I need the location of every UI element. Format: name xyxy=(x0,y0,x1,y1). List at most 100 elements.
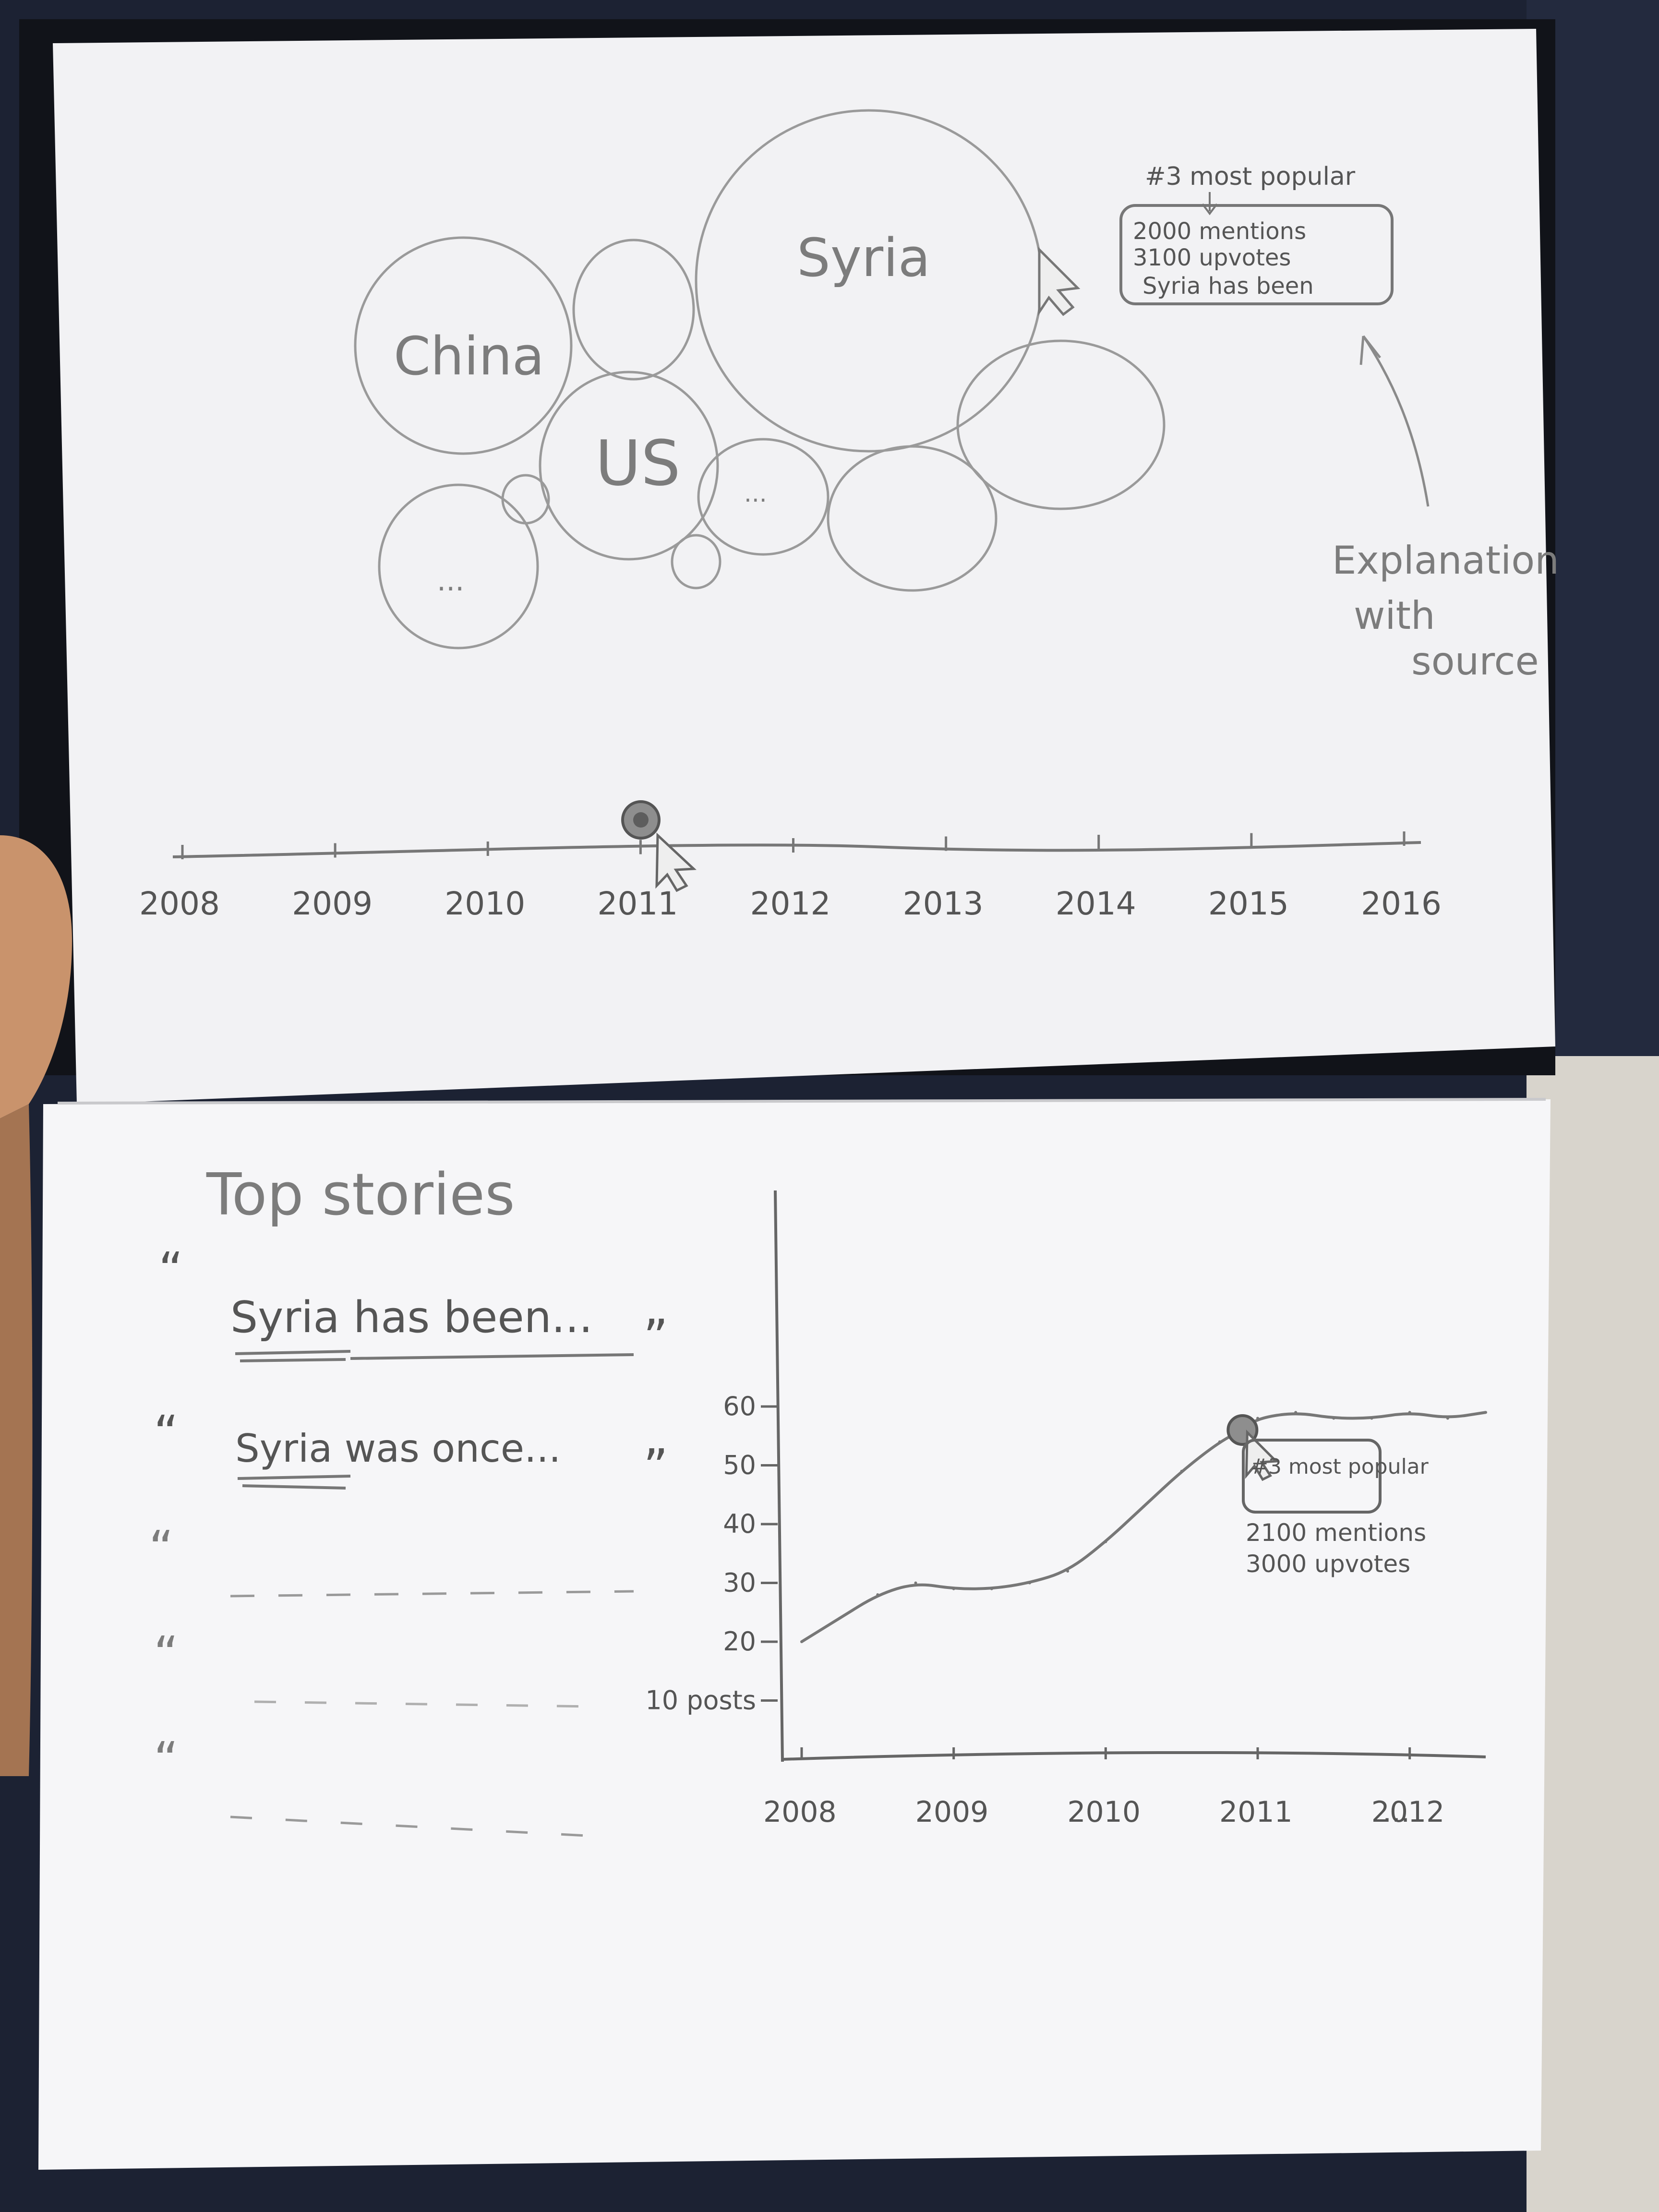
story-2-underline xyxy=(237,1475,351,1490)
series-points xyxy=(800,1411,1487,1643)
annotation: Explanation with source xyxy=(1332,538,1559,684)
series-point xyxy=(990,1587,993,1590)
timeline-handle-dot xyxy=(633,812,649,828)
x-tick-label: 2011 xyxy=(1219,1795,1293,1829)
story-3-placeholder xyxy=(230,1590,634,1598)
chart-cursor-icon xyxy=(1245,1430,1279,1481)
series-point xyxy=(1028,1581,1031,1585)
story-5-placeholder xyxy=(230,1815,596,1838)
chart-tooltip-upvotes: 3000 upvotes xyxy=(1246,1550,1410,1578)
tooltip-arrow xyxy=(1202,192,1218,216)
hand xyxy=(0,1104,33,1776)
series-point xyxy=(1180,1469,1183,1473)
timeline-cursor-icon xyxy=(655,832,697,892)
y-tick-label: 30 xyxy=(723,1568,756,1598)
top-stories-title: Top stories xyxy=(206,1162,515,1228)
chart-tooltip-mentions: 2100 mentions xyxy=(1246,1519,1426,1547)
timeline-year-label[interactable]: 2011 xyxy=(597,885,678,922)
bubble-tooltip: #3 most popular 2000 mentions 3100 upvot… xyxy=(1119,162,1394,305)
timeline-year-label[interactable]: 2015 xyxy=(1208,885,1289,922)
tooltip-upvotes: 3100 upvotes xyxy=(1133,244,1291,271)
timeline-year-label[interactable]: 2010 xyxy=(445,885,525,922)
series-point xyxy=(1066,1570,1070,1573)
timeline-axis xyxy=(172,841,1421,858)
story-1-close-quote: ” xyxy=(643,1309,668,1365)
x-tick-label: ... xyxy=(1382,1795,1410,1829)
story-3-open-quote: “ xyxy=(149,1520,174,1576)
timeline-year-label[interactable]: 2016 xyxy=(1361,885,1442,922)
series-point xyxy=(1332,1417,1335,1420)
series-line xyxy=(801,1411,1486,1643)
tooltip-mentions: 2000 mentions xyxy=(1133,218,1306,245)
thumb xyxy=(0,835,72,1118)
story-4-placeholder xyxy=(254,1700,591,1708)
timeline-year-label[interactable]: 2008 xyxy=(139,885,220,922)
series-point xyxy=(1484,1411,1487,1414)
series-point xyxy=(838,1617,842,1620)
bubble-china[interactable] xyxy=(354,236,573,455)
story-2-text[interactable]: Syria was once... xyxy=(235,1426,561,1471)
story-2-open-quote: “ xyxy=(154,1405,179,1461)
x-tick-label: 2012 xyxy=(1371,1795,1445,1829)
timeline-ticks: 2008 2009 2010 2011 2012 2013 2014 2015 2016 xyxy=(139,831,1442,922)
series-point xyxy=(1446,1417,1449,1420)
x-tick-label: 2008 xyxy=(763,1795,837,1829)
bubble-small[interactable] xyxy=(572,239,695,381)
series-point xyxy=(1218,1440,1221,1443)
timeline-year-label[interactable]: 2012 xyxy=(750,885,831,922)
timeline-year-label[interactable]: 2013 xyxy=(903,885,984,922)
y-tick-label: 60 xyxy=(723,1391,756,1421)
tooltip-rank: #3 most popular xyxy=(1145,162,1356,191)
timeline[interactable]: 2008 2009 2010 2011 2012 2013 2014 2015 2016 xyxy=(139,800,1442,922)
timeline-year-label[interactable]: 2009 xyxy=(292,885,373,922)
annotation-line-3: source xyxy=(1411,639,1539,684)
bubble-us[interactable] xyxy=(539,371,719,561)
story-5-open-quote: “ xyxy=(154,1731,179,1788)
annotation-arrow xyxy=(1359,335,1430,507)
series-point xyxy=(914,1581,917,1585)
story-1-text[interactable]: Syria has been... xyxy=(230,1292,593,1343)
bubble-label-china: China xyxy=(394,325,544,387)
x-tick-label: 2010 xyxy=(1067,1795,1141,1829)
series-point xyxy=(876,1593,879,1596)
x-tick-label: 2009 xyxy=(915,1795,989,1829)
y-axis xyxy=(774,1190,784,1762)
bubble-tiny-2[interactable] xyxy=(671,534,721,589)
cursor-icon xyxy=(1038,246,1081,316)
bubble-label-us: US xyxy=(595,427,681,500)
y-tick-label: 20 xyxy=(723,1626,756,1657)
bubble-other-1[interactable] xyxy=(378,483,539,649)
x-axis xyxy=(782,1751,1486,1761)
upper-page xyxy=(53,29,1555,1104)
top-stories: Top stories “ Syria has been... ” “ Syri… xyxy=(149,1162,668,1838)
series-point xyxy=(1142,1505,1145,1508)
tooltip-snippet: Syria has been xyxy=(1142,273,1314,300)
chart-tooltip-box xyxy=(1242,1439,1382,1514)
bubble-label-other: ... xyxy=(437,564,464,598)
bubble-chart xyxy=(354,109,1166,649)
series-point xyxy=(800,1640,803,1643)
lower-page xyxy=(38,1099,1551,2170)
timeline-year-label[interactable]: 2014 xyxy=(1056,885,1136,922)
bubble-tiny[interactable] xyxy=(501,474,550,525)
y-tick-label: 50 xyxy=(723,1450,756,1480)
series-point xyxy=(1370,1417,1373,1420)
bubble-label-syria: Syria xyxy=(797,227,930,289)
story-4-open-quote: “ xyxy=(154,1626,179,1682)
story-1-underline xyxy=(235,1350,634,1362)
series-point xyxy=(1408,1411,1411,1414)
y-tick-label: 10 posts xyxy=(645,1685,756,1716)
page-fold xyxy=(57,1098,1546,1105)
series-point xyxy=(1294,1411,1298,1414)
bubble-other-2[interactable] xyxy=(697,438,830,556)
chart-tooltip: #3 most popular 2100 mentions 3000 upvot… xyxy=(1242,1439,1429,1578)
story-2-close-quote: ” xyxy=(643,1439,668,1495)
annotation-line-2: with xyxy=(1354,593,1435,638)
tooltip-box xyxy=(1119,204,1394,305)
bubble-other-4[interactable] xyxy=(956,339,1166,510)
bubble-other-3[interactable] xyxy=(827,445,998,592)
chart-tooltip-rank: #3 most popular xyxy=(1250,1455,1429,1479)
